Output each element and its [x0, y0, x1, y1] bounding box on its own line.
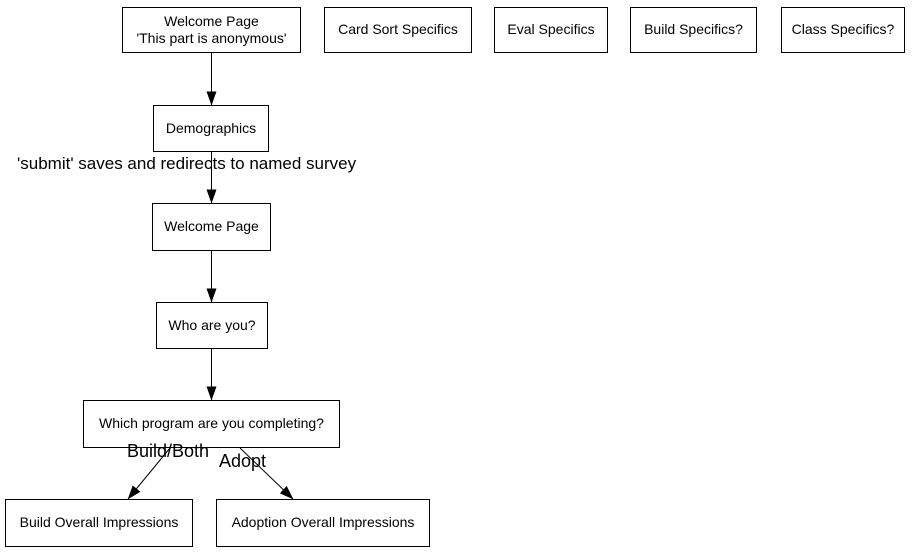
node-label: Demographics — [165, 119, 257, 136]
node-which-program: Which program are you completing? — [83, 400, 340, 448]
node-label: Welcome Page — [164, 218, 259, 235]
node-build-overall-impressions: Build Overall Impressions — [5, 499, 193, 547]
node-class-specifics: Class Specifics? — [781, 7, 905, 53]
node-label: 'This part is anonymous' — [136, 30, 287, 46]
node-demographics: Demographics — [153, 105, 269, 152]
node-label: Eval Specifics — [507, 21, 595, 38]
node-label: Class Specifics? — [791, 21, 895, 38]
node-label: Adoption Overall Impressions — [231, 514, 415, 531]
node-label: Which program are you completing? — [99, 415, 324, 432]
node-welcome-page: Welcome Page — [152, 203, 271, 251]
edge-program-to-adoption — [239, 447, 294, 500]
node-welcome-page-anonymous: Welcome Page 'This part is anonymous' — [122, 7, 301, 53]
node-label: Build Specifics? — [644, 21, 743, 38]
node-label: Card Sort Specifics — [338, 21, 458, 38]
node-eval-specifics: Eval Specifics — [494, 7, 608, 53]
edge-label-adopt: Adopt — [219, 451, 267, 471]
node-adoption-overall-impressions: Adoption Overall Impressions — [216, 499, 430, 547]
node-who-are-you: Who are you? — [156, 302, 268, 349]
node-build-specifics: Build Specifics? — [630, 7, 757, 53]
node-label: Build Overall Impressions — [19, 514, 179, 531]
edge-label-build-both: Build/Both — [127, 441, 210, 461]
node-label: Who are you? — [168, 316, 256, 333]
submit-note: 'submit' saves and redirects to named su… — [17, 154, 357, 173]
node-card-sort-specifics: Card Sort Specifics — [324, 7, 472, 53]
edge-program-to-build — [127, 447, 171, 500]
node-label: Welcome Page — [164, 12, 259, 29]
